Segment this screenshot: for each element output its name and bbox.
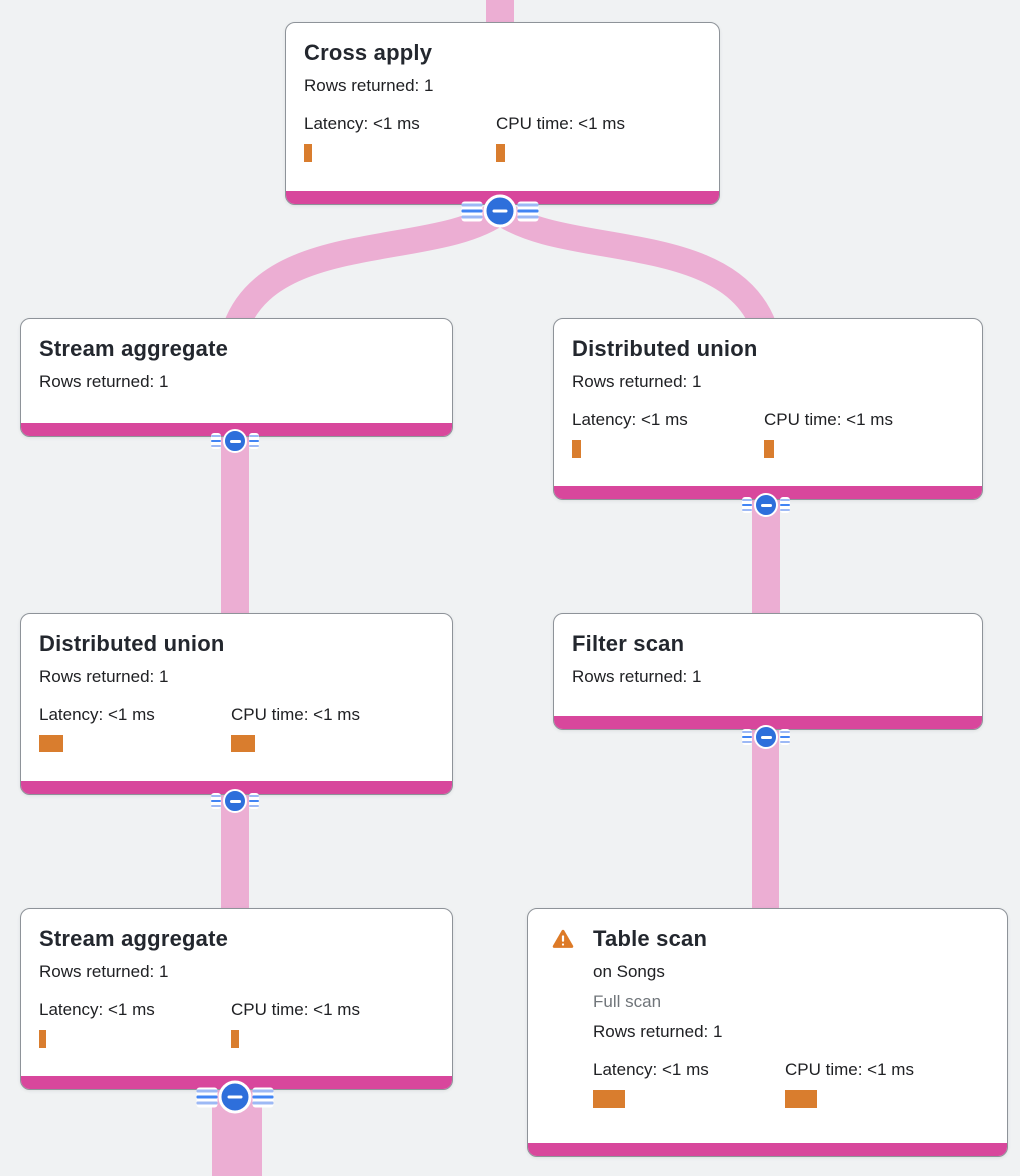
latency-label: Latency: <1 ms <box>39 1000 155 1019</box>
collapse-button-filter-scan[interactable] <box>742 725 790 749</box>
plan-node-cross-apply[interactable]: Cross apply Rows returned: 1 Latency: <1… <box>285 22 720 205</box>
grip-lines-icon <box>196 1087 218 1107</box>
collapse-minus-icon <box>223 429 247 453</box>
rows-returned: Rows returned: 1 <box>39 667 169 686</box>
edge-stream-aggregate-to-distributed-union-left <box>221 430 249 618</box>
scan-target: on Songs <box>593 962 665 981</box>
node-title: Stream aggregate <box>39 336 229 361</box>
node-title: Stream aggregate <box>39 926 229 951</box>
cpu-time-bar <box>764 440 774 458</box>
collapse-minus-icon <box>218 1080 252 1114</box>
collapse-minus-icon <box>754 725 778 749</box>
node-title: Distributed union <box>39 631 225 656</box>
plan-node-table-scan[interactable]: Table scan on Songs Full scan Rows retur… <box>527 908 1008 1157</box>
grip-lines-icon <box>211 433 221 449</box>
grip-lines-icon <box>211 793 221 809</box>
plan-node-filter-scan[interactable]: Filter scan Rows returned: 1 <box>553 613 983 730</box>
rows-returned: Rows returned: 1 <box>572 667 702 686</box>
latency-bar <box>39 1030 46 1048</box>
latency-bar <box>572 440 581 458</box>
node-footer-bar <box>21 781 452 794</box>
rows-returned: Rows returned: 1 <box>572 372 702 391</box>
cpu-time-label: CPU time: <1 ms <box>231 705 360 724</box>
grip-lines-icon <box>780 497 790 513</box>
plan-node-stream-aggregate-bottom[interactable]: Stream aggregate Rows returned: 1 Latenc… <box>20 908 453 1090</box>
grip-lines-icon <box>461 201 483 221</box>
edge-cross-apply-to-distributed-union <box>491 200 777 333</box>
collapse-minus-icon <box>754 493 778 517</box>
cpu-time-label: CPU time: <1 ms <box>785 1060 914 1079</box>
cpu-time-bar <box>496 144 505 162</box>
grip-lines-icon <box>249 433 259 449</box>
collapse-minus-icon <box>483 194 517 228</box>
collapse-button-cross-apply[interactable] <box>461 194 539 228</box>
collapse-button-stream-aggregate-top[interactable] <box>211 429 259 453</box>
grip-lines-icon <box>249 793 259 809</box>
grip-lines-icon <box>742 497 752 513</box>
collapse-button-stream-aggregate-bottom[interactable] <box>196 1080 274 1114</box>
node-title: Filter scan <box>572 631 685 656</box>
cpu-time-bar <box>231 1030 239 1048</box>
plan-node-stream-aggregate-top[interactable]: Stream aggregate Rows returned: 1 <box>20 318 453 437</box>
rows-returned: Rows returned: 1 <box>304 76 434 95</box>
rows-returned: Rows returned: 1 <box>39 962 169 981</box>
grip-lines-icon <box>742 729 752 745</box>
latency-label: Latency: <1 ms <box>593 1060 709 1079</box>
rows-returned: Rows returned: 1 <box>39 372 169 391</box>
collapse-button-distributed-union-right[interactable] <box>742 493 790 517</box>
cpu-time-label: CPU time: <1 ms <box>496 114 625 133</box>
edge-filter-scan-to-table-scan <box>752 724 779 914</box>
rows-returned: Rows returned: 1 <box>593 1022 723 1041</box>
node-title: Cross apply <box>304 40 433 65</box>
latency-bar <box>593 1090 625 1108</box>
cpu-time-label: CPU time: <1 ms <box>231 1000 360 1019</box>
latency-label: Latency: <1 ms <box>304 114 420 133</box>
collapse-minus-icon <box>223 789 247 813</box>
latency-bar <box>304 144 312 162</box>
node-title: Distributed union <box>572 336 758 361</box>
latency-bar <box>39 735 63 752</box>
node-footer-bar <box>528 1143 1007 1156</box>
plan-node-distributed-union-right[interactable]: Distributed union Rows returned: 1 Laten… <box>553 318 983 500</box>
node-footer-bar <box>554 716 982 729</box>
cpu-time-bar <box>785 1090 817 1108</box>
latency-label: Latency: <1 ms <box>572 410 688 429</box>
grip-lines-icon <box>517 201 539 221</box>
latency-label: Latency: <1 ms <box>39 705 155 724</box>
node-title: Table scan <box>593 926 708 951</box>
node-footer-bar <box>554 486 982 499</box>
plan-node-distributed-union-left[interactable]: Distributed union Rows returned: 1 Laten… <box>20 613 453 795</box>
scan-type: Full scan <box>593 992 662 1011</box>
edge-cross-apply-to-stream-aggregate <box>223 200 509 333</box>
grip-lines-icon <box>252 1087 274 1107</box>
cpu-time-label: CPU time: <1 ms <box>764 410 893 429</box>
cpu-time-bar <box>231 735 255 752</box>
warning-icon <box>552 929 574 949</box>
collapse-button-distributed-union-left[interactable] <box>211 789 259 813</box>
grip-lines-icon <box>780 729 790 745</box>
